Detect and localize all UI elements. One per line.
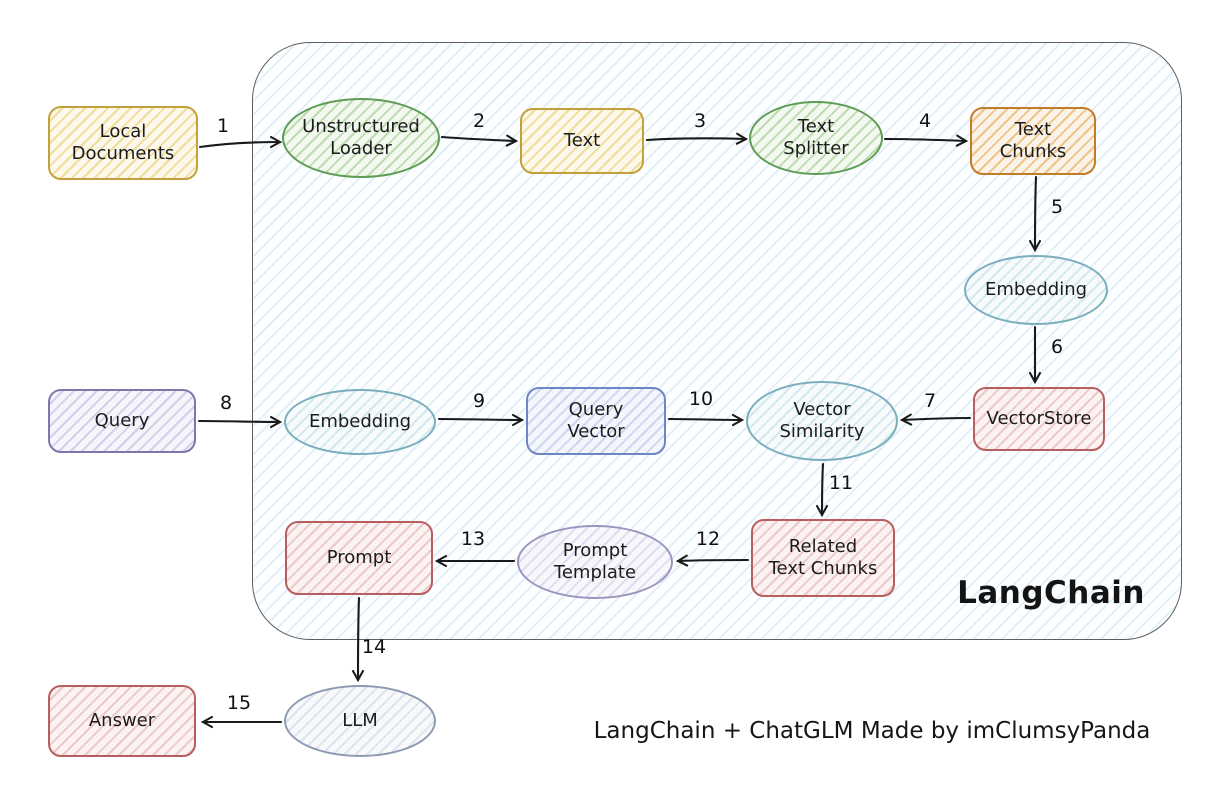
node-label: LLM — [342, 710, 378, 732]
node-label: Text — [563, 130, 601, 152]
langchain-label: LangChain — [957, 575, 1145, 611]
edge-8-label: 8 — [219, 392, 233, 414]
edge-12-label: 12 — [695, 528, 721, 550]
node-local-documents: Local Documents — [48, 106, 198, 180]
edge-5-label: 5 — [1050, 196, 1064, 218]
node-label: Text Splitter — [783, 116, 849, 159]
edge-11-label: 11 — [828, 472, 854, 494]
node-embedding-query: Embedding — [284, 389, 436, 455]
node-label: VectorStore — [986, 408, 1092, 430]
edge-14-label: 14 — [361, 636, 387, 658]
node-query-vector: Query Vector — [526, 387, 666, 455]
edge-3-label: 3 — [693, 110, 707, 132]
node-label: Local Documents — [71, 121, 175, 164]
edge-13-label: 13 — [460, 528, 486, 550]
node-query: Query — [48, 389, 196, 453]
edge-2-label: 2 — [472, 110, 486, 132]
node-text-splitter: Text Splitter — [749, 101, 883, 175]
edge-15-label: 15 — [226, 692, 252, 714]
node-label: Related Text Chunks — [768, 536, 878, 579]
node-related-text-chunks: Related Text Chunks — [751, 519, 895, 597]
node-unstructured-loader: Unstructured Loader — [282, 98, 440, 178]
node-label: Answer — [88, 710, 156, 732]
node-vectorstore: VectorStore — [973, 387, 1105, 451]
node-label: Query Vector — [567, 399, 625, 442]
node-label: Embedding — [984, 279, 1088, 301]
edge-6-label: 6 — [1050, 336, 1064, 358]
node-label: Query — [94, 410, 150, 432]
edge-7-label: 7 — [923, 390, 937, 412]
node-answer: Answer — [48, 685, 196, 757]
node-vector-similarity: Vector Similarity — [746, 381, 898, 461]
node-llm: LLM — [284, 685, 436, 757]
node-label: Prompt — [326, 547, 392, 569]
edge-9-label: 9 — [472, 390, 486, 412]
node-label: Prompt Template — [553, 540, 637, 583]
node-label: Embedding — [308, 411, 412, 433]
node-prompt: Prompt — [285, 521, 433, 595]
node-label: Vector Similarity — [779, 399, 865, 442]
node-text-chunks: Text Chunks — [970, 107, 1096, 175]
node-prompt-template: Prompt Template — [517, 525, 673, 599]
edge-4-label: 4 — [918, 110, 932, 132]
node-embedding-store: Embedding — [964, 255, 1108, 325]
edge-1-label: 1 — [216, 115, 230, 137]
edge-10-label: 10 — [688, 388, 714, 410]
node-text: Text — [520, 108, 644, 174]
node-label: Text Chunks — [999, 119, 1067, 162]
node-label: Unstructured Loader — [302, 116, 420, 159]
caption: LangChain + ChatGLM Made by imClumsyPand… — [593, 718, 1151, 744]
